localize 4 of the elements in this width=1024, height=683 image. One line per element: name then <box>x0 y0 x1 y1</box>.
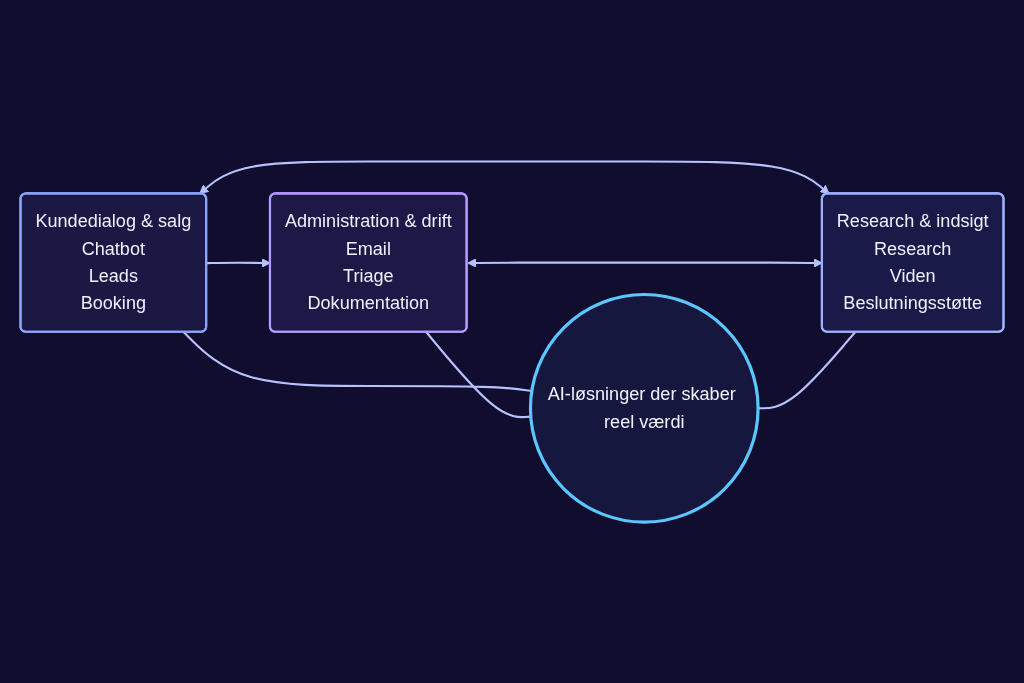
connector <box>425 331 531 418</box>
connector <box>183 331 532 392</box>
arrow <box>199 160 830 195</box>
node-circle: AI-løsninger der skaber reel værdi <box>528 292 760 524</box>
